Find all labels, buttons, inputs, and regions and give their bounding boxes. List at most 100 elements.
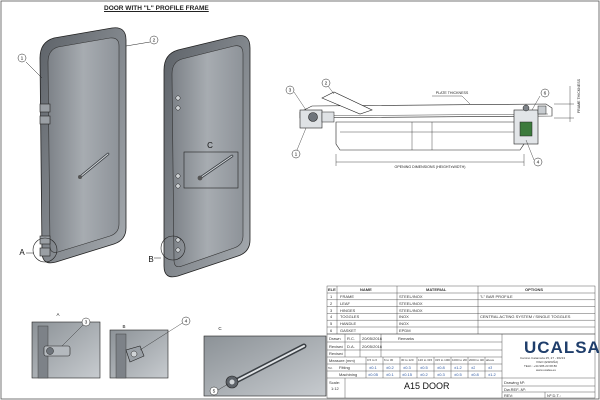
- tb-machining-val: ±0.15: [402, 372, 412, 377]
- door-view-a: [32, 27, 127, 264]
- tb-measure-col: 2000 to 4000: [469, 358, 484, 362]
- section-view: [293, 85, 574, 166]
- bom-row-ele: 4: [330, 314, 333, 320]
- balloon-2-section: 2: [325, 81, 328, 87]
- frame-thickness-label: FRAME THICKNESS: [577, 78, 581, 113]
- tb-measure-col: 30 to 120: [401, 358, 414, 362]
- detail-c-balloon: [209, 386, 219, 396]
- detail-a-label: A: [56, 312, 59, 317]
- tb-machining-val: ±0.3: [437, 372, 445, 377]
- tb-machining-val: ±0.2: [420, 372, 428, 377]
- bom-row-material: STEEL/INOX: [399, 307, 423, 313]
- bom-row-material: EPDM: [399, 328, 411, 333]
- tb-machining-val: ±0.05: [368, 372, 378, 377]
- bom-row-material: STEEL/INOX: [399, 294, 423, 299]
- bom-row-ele: 2: [330, 300, 333, 306]
- balloons-doors: [17, 35, 159, 63]
- bom-table-grid: [326, 285, 596, 335]
- tb-measure-col: 1000 to 2000: [452, 358, 467, 362]
- tb-measure-col: 0.5 to 6: [367, 358, 378, 362]
- bom-header-options: OPTIONS: [525, 287, 544, 292]
- balloon-3-section: 3: [289, 88, 292, 94]
- tb-fitting-val: ±0.1: [369, 365, 377, 370]
- bom-row-options: CENTRAL ACTING SYSTEM / SINGLE TOGGLES: [480, 314, 571, 320]
- tb-address-3: TELF.: +34 986 23 68 80: [524, 364, 557, 368]
- bom-row-options: "L" BAR PROFILE: [480, 294, 513, 299]
- tb-address-1: Camino Catamaza 25, 27 - 36213: [520, 356, 566, 360]
- tb-rev: REV:: [504, 393, 514, 398]
- tb-fitting-val: ±0.8: [437, 365, 445, 370]
- tb-drawn-by: R.C.: [347, 336, 355, 341]
- detail-a: [31, 321, 101, 379]
- balloon-1-door: 1: [21, 56, 24, 62]
- tb-measure-col: above: [486, 358, 495, 362]
- tb-drawing-no: Drawing Nº:: [504, 380, 526, 385]
- bom-row-material: INOX: [399, 314, 409, 320]
- tb-drawn-date: 20/05/2016: [362, 336, 383, 341]
- bom-header-name: NAME: [360, 287, 372, 292]
- bom-row-ele: 1: [330, 294, 333, 299]
- opening-dimensions-label: OPENING DIMENSIONS (HEIGHTxWIDTH): [395, 165, 466, 169]
- tb-machining: Machining: [339, 372, 358, 377]
- tb-address-4: www.ucalsa.es: [536, 368, 556, 372]
- tb-fitting-val: ±0.3: [403, 365, 411, 370]
- tb-measure-col: 120 to 315: [418, 358, 433, 362]
- label-b: B: [148, 255, 153, 264]
- tb-machining-val: ±0.1: [386, 372, 394, 377]
- detail-a-balloon: [81, 317, 91, 327]
- tb-fitting-val: ±2: [471, 365, 476, 370]
- bom-row-material: INOX: [399, 321, 409, 327]
- plate-thickness-label: PLATE THICKNESS: [436, 91, 469, 95]
- door-view-b: [160, 35, 251, 278]
- detail-circle-b: [160, 235, 186, 261]
- tb-fitting-val: ±0.5: [420, 365, 428, 370]
- tb-revised: Revised: [329, 344, 344, 349]
- balloons-section: [285, 78, 550, 167]
- tb-drawing-name: A15 DOOR: [404, 381, 450, 391]
- detail-circle-a: [32, 237, 58, 263]
- tb-fitting-val: ±1.2: [454, 365, 462, 370]
- label-a: A: [19, 248, 25, 257]
- detail-c: [203, 335, 327, 397]
- tb-no-dt: Nº D.T.:: [547, 393, 561, 398]
- bom-row-name: TOGGLES: [340, 314, 360, 320]
- title-block-grid: [326, 333, 596, 399]
- tb-machining-val: ±0.8: [471, 372, 479, 377]
- bom-row-ele: 5: [330, 321, 333, 327]
- detail-b: [109, 321, 185, 379]
- balloon-1-section: 1: [295, 152, 298, 158]
- balloon-2-door: 2: [153, 38, 156, 44]
- tb-tol: Tol.: [328, 366, 333, 370]
- tb-remarks: Remarks: [398, 336, 415, 341]
- tb-dw-ref: Dw.REF.-Nº:: [504, 387, 527, 392]
- bom-row-name: FRAME: [340, 294, 354, 299]
- tb-measure: Measure (mm): [329, 358, 356, 363]
- bom-row-name: HINGES: [340, 307, 356, 313]
- tb-address-2: VIGO (ESPAÑA): [536, 360, 559, 364]
- tb-measure-col: 6 to 30: [384, 358, 394, 362]
- detail-c-balloon-num: 5: [213, 389, 216, 395]
- bom-header-ele: ELE: [328, 287, 336, 292]
- tb-fitting-val: ±0.2: [386, 365, 394, 370]
- company-logo: UCALSA: [524, 338, 600, 357]
- balloon-4-section: 4: [537, 160, 540, 166]
- detail-b-balloon: [181, 316, 191, 326]
- leaders-doors: [25, 41, 161, 259]
- bom-row-name: HANDLE: [340, 321, 357, 327]
- tb-scale: Scale:: [329, 380, 341, 385]
- tb-revised-by: D.A.: [347, 344, 355, 349]
- bom-row-name: GASKET: [340, 328, 357, 333]
- bom-row-name: LEAF: [340, 300, 351, 306]
- bom-row-ele: 6: [330, 328, 333, 333]
- tb-machining-val: ±0.5: [454, 372, 462, 377]
- tb-drawn: Drawn: [329, 336, 341, 341]
- detail-box-c: [183, 151, 239, 189]
- tb-scale-val: 1:12: [331, 386, 339, 391]
- label-c: C: [207, 141, 213, 150]
- detail-b-balloon-num: 4: [185, 319, 188, 325]
- drawing-title: DOOR WITH "L" PROFILE FRAME: [104, 5, 209, 12]
- bom-header-material: MATERIAL: [426, 287, 447, 292]
- tb-fitting-val: ±3: [488, 365, 493, 370]
